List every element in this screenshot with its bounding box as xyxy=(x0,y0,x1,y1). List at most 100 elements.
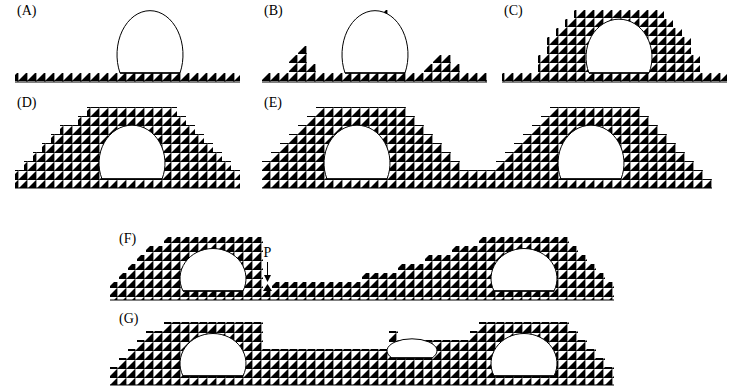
deposit-column xyxy=(299,282,308,300)
void-dome xyxy=(387,339,437,358)
deposit-column xyxy=(281,349,290,385)
deposit-column xyxy=(69,73,78,82)
deposit-column xyxy=(649,125,658,188)
deposit-column xyxy=(155,331,164,385)
deposit-column xyxy=(529,73,538,82)
deposit-column xyxy=(168,107,177,188)
deposit-column xyxy=(514,143,523,188)
deposit-column xyxy=(42,73,51,82)
deposit-column xyxy=(308,282,317,300)
deposit-column xyxy=(299,349,308,385)
deposit-column xyxy=(433,55,442,82)
void-dome xyxy=(324,125,390,179)
deposit-column xyxy=(33,73,42,82)
deposit-column xyxy=(538,55,547,82)
deposit-column xyxy=(204,143,213,188)
panel-label: (F) xyxy=(118,232,137,246)
deposit-column xyxy=(664,19,673,82)
deposit-column xyxy=(110,282,119,300)
deposit-column xyxy=(461,246,470,300)
deposit-column xyxy=(587,349,596,385)
deposit-column xyxy=(195,73,204,82)
deposit-column xyxy=(186,125,195,188)
deposit-column xyxy=(343,73,352,82)
deposit-column xyxy=(280,73,289,82)
deposit-column xyxy=(520,73,529,82)
deposit-column xyxy=(478,170,487,188)
deposit-column xyxy=(325,73,334,82)
deposit-column xyxy=(479,237,488,300)
deposit-column xyxy=(676,152,685,188)
deposit-column xyxy=(425,255,434,300)
deposit-column xyxy=(317,349,326,385)
deposit-column xyxy=(362,349,371,385)
deposit-column xyxy=(565,19,574,82)
deposit-column xyxy=(146,246,155,300)
deposit-column xyxy=(316,107,325,188)
pointer-arrowhead xyxy=(264,275,271,282)
deposit-column xyxy=(213,152,222,188)
deposit-column xyxy=(352,73,361,82)
deposit-column xyxy=(685,161,694,188)
panel-label: (D) xyxy=(16,96,37,110)
deposit-column xyxy=(556,28,565,82)
deposit-column xyxy=(334,73,343,82)
void-dome xyxy=(491,249,557,291)
deposit-column xyxy=(487,170,496,188)
deposit-column xyxy=(694,170,703,188)
dome-base xyxy=(183,290,243,292)
panel-label: (C) xyxy=(503,4,524,18)
deposit-column xyxy=(307,116,316,188)
deposit-column xyxy=(150,73,159,82)
deposit-column xyxy=(460,73,469,82)
deposit-column xyxy=(703,179,712,188)
deposit-column xyxy=(231,73,240,82)
deposit-column xyxy=(271,152,280,188)
deposit-column xyxy=(114,73,123,82)
deposit-column xyxy=(308,349,317,385)
deposit-column xyxy=(51,73,60,82)
deposit-column xyxy=(682,37,691,82)
deposit-column xyxy=(511,73,520,82)
deposit-column xyxy=(222,73,231,82)
deposit-column xyxy=(132,73,141,82)
deposit-column xyxy=(605,282,614,300)
deposit-column xyxy=(479,322,488,385)
deposit-column xyxy=(434,255,443,300)
deposit-column xyxy=(24,73,33,82)
deposit-column xyxy=(451,64,460,82)
deposit-column xyxy=(60,73,69,82)
panel-label: (G) xyxy=(118,312,139,326)
deposit-layer xyxy=(262,107,712,188)
deposit-column xyxy=(433,143,442,188)
deposit-column xyxy=(578,340,587,385)
deposit-column xyxy=(470,246,479,300)
dome-base xyxy=(345,72,405,74)
dome-base xyxy=(183,375,243,377)
deposit-column xyxy=(15,73,24,82)
deposit-column xyxy=(213,73,222,82)
deposit-column xyxy=(415,73,424,82)
deposit-column xyxy=(87,107,96,188)
deposit-column xyxy=(709,73,718,82)
deposit-column xyxy=(442,55,451,82)
deposit-column xyxy=(281,282,290,300)
deposit-column xyxy=(461,340,470,385)
deposit-column xyxy=(222,161,231,188)
deposit-column xyxy=(289,134,298,188)
deposit-column xyxy=(443,340,452,385)
deposit-column xyxy=(173,322,182,385)
deposit-column xyxy=(69,125,78,188)
substrate-edge xyxy=(15,188,240,189)
deposit-column xyxy=(231,170,240,188)
deposit-column xyxy=(353,349,362,385)
dome-base xyxy=(327,178,387,180)
deposit-column xyxy=(700,73,709,82)
deposit-column xyxy=(361,73,370,82)
deposit-column xyxy=(406,73,415,82)
deposit-column xyxy=(290,282,299,300)
dome-base xyxy=(494,375,554,377)
deposit-column xyxy=(33,152,42,188)
deposit-column xyxy=(371,349,380,385)
